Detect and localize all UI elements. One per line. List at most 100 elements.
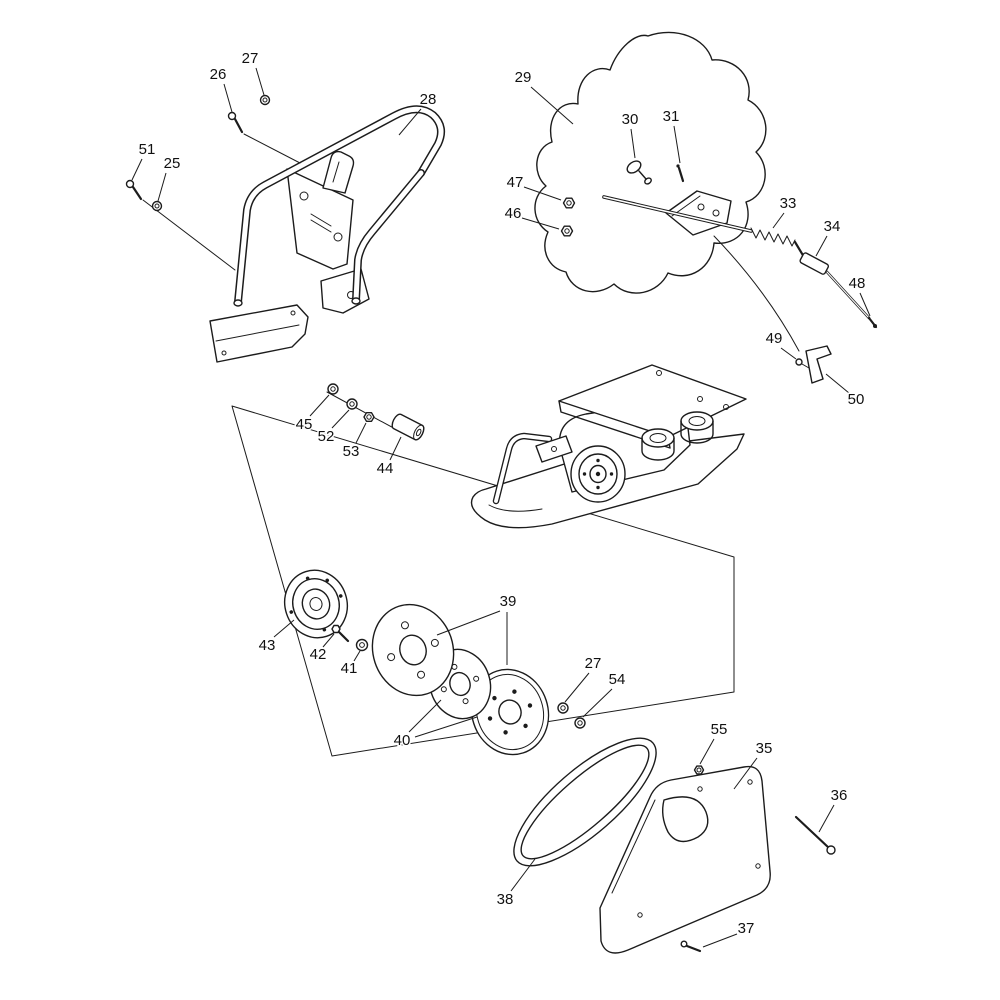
part-label-38: 38 [497,891,514,908]
leader-line-34 [815,235,828,257]
leader-line-37 [702,933,738,948]
screw-37 [680,940,702,953]
handle-frame-assembly [125,94,446,363]
flange-nut-46 [560,225,574,237]
part-label-35: 35 [756,740,773,757]
part-label-26: 26 [210,66,227,83]
bolt-26 [227,111,244,134]
part-label-37: 37 [738,920,755,937]
belt-guard [599,765,771,954]
lever-screw [795,358,810,369]
leader-line-39 [436,610,501,636]
part-label-45: 45 [296,416,313,433]
shock-mount [680,411,714,444]
hook-bracket [322,150,355,194]
leader-line-48 [859,292,871,317]
drive-pulley [570,445,626,503]
lift-handle [492,432,573,505]
part-label-50: 50 [848,391,865,408]
washer-27b [557,702,569,714]
leader-line-46 [521,217,560,230]
cable-end-screw [867,316,878,329]
part-label-28: 28 [420,91,437,108]
part-label-44: 44 [377,460,394,477]
part-label-27: 27 [242,50,259,67]
handle-frame [233,105,446,307]
leader-line-43 [273,619,295,638]
part-label-29: 29 [515,69,532,86]
throttle-cable-assembly [560,195,878,384]
part-label-41: 41 [341,660,358,677]
leader-line-31 [673,125,681,164]
leader-line-45 [309,394,330,417]
leader-line-28 [398,108,422,136]
nut-55 [693,765,705,775]
part-label-52: 52 [318,428,335,445]
leader-line-25 [157,172,167,202]
leader-line-42 [322,633,335,648]
throttle-knob [626,160,652,185]
compactor-body [470,364,747,529]
leader-line-54 [582,688,613,718]
leader-line-53 [355,422,367,444]
leader-line-40 [408,699,442,733]
leader-line-30 [630,128,636,159]
washer-27 [259,94,271,106]
lower-guard-plate [209,304,309,363]
leader-line-44 [389,436,402,461]
washer-52 [346,398,358,410]
cable-ferrule [799,252,829,275]
throttle-pin [676,164,685,183]
clutch-disc-a [371,603,455,697]
part-label-34: 34 [824,218,841,235]
part-label-40: 40 [394,732,411,749]
cable-spring [750,227,796,247]
leader-line-35 [733,757,758,790]
leader-line-50 [825,373,850,394]
part-label-42: 42 [310,646,327,663]
part-label-47: 47 [507,174,524,191]
leader-line-41 [353,650,361,662]
leader-line-38 [510,858,536,892]
part-label-33: 33 [780,195,797,212]
leader-line-55 [699,738,715,765]
leader-line-36 [818,804,835,833]
part-label-25: 25 [164,155,181,172]
part-label-36: 36 [831,787,848,804]
throttle-lever [805,345,832,384]
shock-mount [641,428,675,461]
roller-bushing-44 [391,413,425,441]
leader-line-27 [564,672,590,703]
bolt-36 [794,815,836,855]
bolt-51 [125,179,143,201]
part-label-31: 31 [663,108,680,125]
part-label-30: 30 [622,111,639,128]
leader-line-26 [223,83,233,113]
engine-outline [534,31,767,294]
part-label-46: 46 [505,205,522,222]
clutch-hub-43 [284,569,348,639]
washer-54 [574,717,586,729]
part-label-49: 49 [766,330,783,347]
washer-41 [355,638,369,652]
leader-line-40 [414,716,478,738]
leader-line-29 [530,86,574,125]
nut-53 [363,412,375,422]
part-label-54: 54 [609,671,626,688]
part-label-39: 39 [500,593,517,610]
leader-line-47 [523,186,562,201]
mount-hardware-group [326,383,425,441]
leader-line-52 [331,409,350,429]
part-label-55: 55 [711,721,728,738]
part-label-27: 27 [585,655,602,672]
leader-line-49 [780,347,797,360]
leader-line-51 [131,158,143,181]
bolt-42 [331,624,350,643]
washer-45 [327,383,339,395]
washer-25 [151,200,163,212]
v-belt [513,737,657,867]
part-label-43: 43 [259,637,276,654]
